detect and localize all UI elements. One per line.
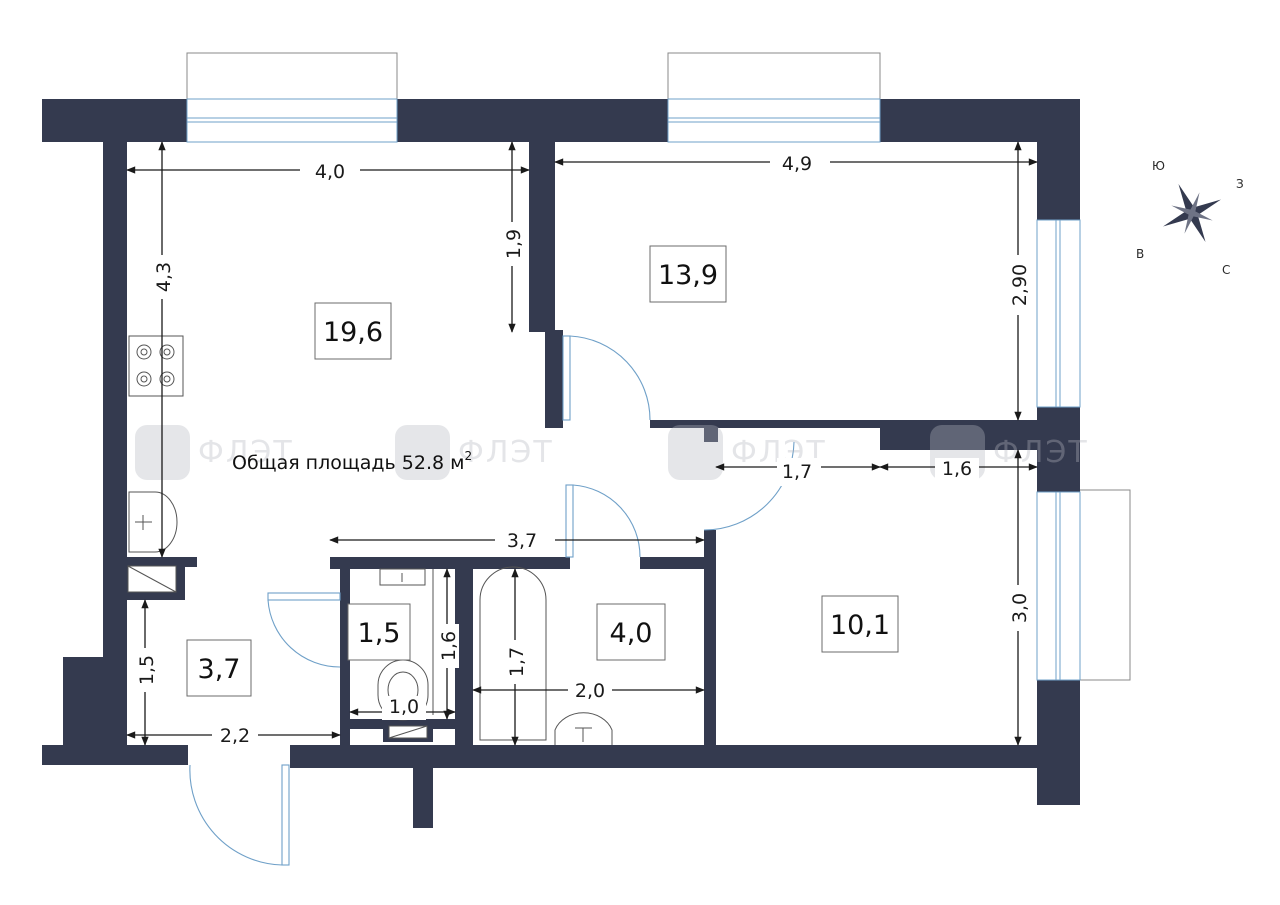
dim-bedroom1-width: 4,9	[782, 153, 812, 175]
dim-bedroom2-depth: 3,0	[1009, 593, 1031, 623]
kitchen-sink	[128, 491, 178, 553]
dim-hallway-width: 2,2	[220, 725, 250, 747]
compass-rose	[1162, 183, 1222, 243]
dim-bedroom2-upper-right: 1,6	[942, 458, 972, 480]
compass-west-label: З	[1236, 177, 1244, 191]
area-bedroom-2: 10,1	[830, 610, 890, 641]
dimension-labels: 4,0 4,3 1,9 4,9 2,90 3,7 1,7 1,6 3,0 1,5…	[133, 150, 1031, 747]
compass-south-label: Ю	[1152, 159, 1165, 173]
doors	[189, 335, 795, 866]
walls	[42, 99, 1080, 828]
area-toilet: 1,5	[358, 618, 401, 649]
area-bathroom: 4,0	[610, 618, 653, 649]
compass-north-label: С	[1222, 263, 1230, 277]
balcony-top-right	[667, 52, 881, 102]
dim-hallway-depth: 1,5	[136, 655, 158, 685]
balcony-right	[1077, 489, 1131, 681]
dim-corridor-width: 3,7	[507, 530, 537, 552]
total-area: Общая площадь 52.8 м2	[232, 449, 472, 474]
washbasin	[554, 712, 613, 745]
dim-bathroom-width: 2,0	[575, 680, 605, 702]
area-living-kitchen: 19,6	[323, 317, 383, 348]
bathtub	[479, 566, 547, 741]
area-hallway: 3,7	[198, 654, 241, 685]
compass-east-label: В	[1136, 247, 1144, 261]
svg-text:ФЛЭТ: ФЛЭТ	[458, 435, 554, 470]
dim-bedroom2-upper-left: 1,7	[782, 461, 812, 483]
kitchen-stove	[128, 335, 184, 397]
dim-living-partition: 1,9	[503, 229, 525, 259]
room-area-labels: 19,6 13,9 10,1 3,7 1,5 4,0	[186, 245, 899, 697]
total-area-unit-superscript: 2	[464, 449, 472, 463]
dim-living-width: 4,0	[315, 161, 345, 183]
dim-living-depth: 4,3	[153, 262, 175, 292]
area-bedroom-1: 13,9	[658, 260, 718, 291]
windows	[186, 98, 1081, 681]
balcony-left	[186, 52, 398, 102]
total-area-label: Общая площадь 52.8 м	[232, 452, 464, 474]
svg-text:ФЛЭТ: ФЛЭТ	[198, 435, 294, 470]
dim-bath-length: 1,7	[506, 647, 528, 677]
svg-text:ФЛЭТ: ФЛЭТ	[993, 435, 1089, 470]
dim-toilet-depth: 1,6	[438, 631, 460, 661]
dim-bedroom1-depth: 2,90	[1009, 264, 1031, 306]
dim-toilet-width: 1,0	[389, 696, 419, 718]
